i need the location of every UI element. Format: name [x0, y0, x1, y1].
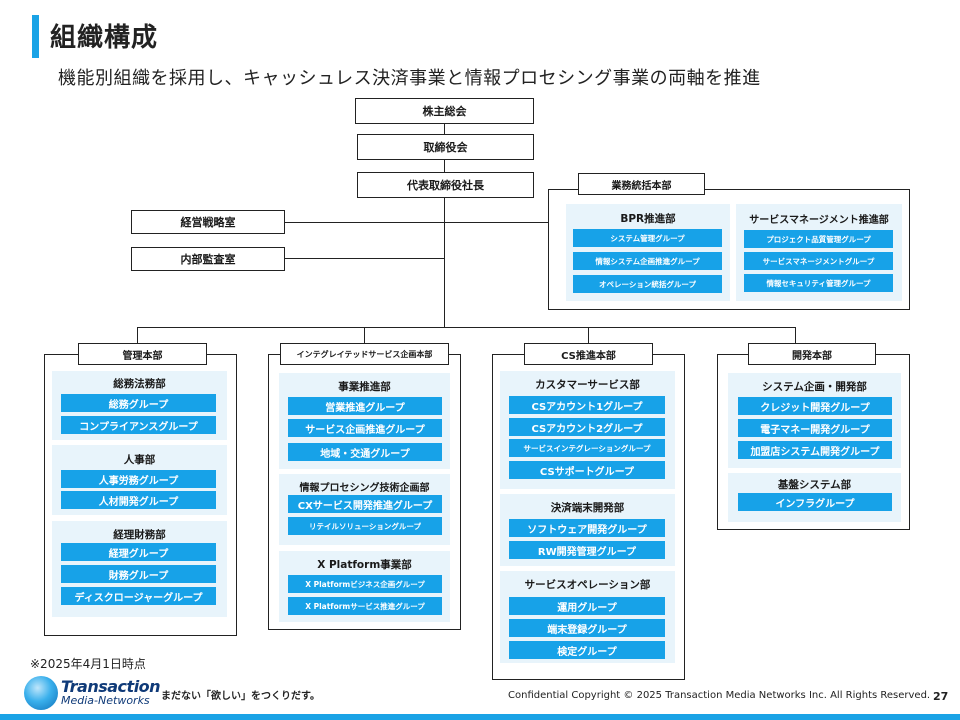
board-box: 取締役会 [357, 134, 534, 160]
service-management-dept: サービスマネージメント推進部 プロジェクト品質管理グループ サービスマネージメン… [736, 204, 902, 301]
terminal-dev-dept-title: 決済端末開発部 [550, 502, 625, 514]
group-box: ソフトウェア開発グループ [509, 519, 665, 537]
kaihatsu-division-label: 開発本部 [748, 343, 876, 365]
xplatform-dept-title: X Platform事業部 [317, 559, 412, 571]
group-box: 総務グループ [61, 394, 216, 412]
group-box: X Platformサービス推進グループ [288, 597, 442, 615]
dept-drop-cs [588, 327, 589, 344]
page-title: 組織構成 [50, 23, 159, 53]
system-planning-dept-title: システム企画・開発部 [762, 381, 867, 393]
service-management-dept-title: サービスマネージメント推進部 [749, 215, 889, 226]
terminal-dev-dept: 決済端末開発部 ソフトウェア開発グループ RW開発管理グループ [500, 494, 675, 566]
as-of-note: ※2025年4月1日時点 [30, 657, 146, 671]
gyomu-division-label: 業務統括本部 [578, 173, 705, 195]
group-box: 営業推進グループ [288, 397, 442, 415]
group-box: CXサービス開発推進グループ [288, 495, 442, 513]
joho-dept-title: 情報プロセシング技術企画部 [299, 483, 430, 494]
group-box: サービスインテグレーショングループ [509, 439, 665, 457]
soumu-dept-title: 総務法務部 [113, 378, 166, 390]
group-box: 財務グループ [61, 565, 216, 583]
dept-drop-kaihatsu [795, 327, 796, 344]
group-box: CSアカウント1グループ [509, 396, 665, 414]
tagline: まだない「欲しい」をつくりだす。 [161, 691, 320, 702]
shareholders-box: 株主総会 [355, 98, 534, 124]
president-box: 代表取締役社長 [357, 172, 534, 198]
keiri-dept-title: 経理財務部 [113, 529, 166, 541]
group-box: 人事労務グループ [61, 470, 216, 488]
bpr-dept: BPR推進部 システム管理グループ 情報システム企画推進グループ オペレーション… [566, 204, 730, 301]
group-box: システム管理グループ [573, 229, 722, 247]
group-box: CSサポートグループ [509, 461, 665, 479]
group-box: 加盟店システム開発グループ [738, 441, 892, 459]
dept-drop-kanri [137, 327, 138, 344]
footer-accent-line [0, 714, 960, 720]
xplatform-dept: X Platform事業部 X Platformビジネス企画グループ X Pla… [279, 551, 450, 622]
audit-connector [285, 258, 444, 259]
jinji-dept-title: 人事部 [123, 454, 156, 466]
system-planning-dept: システム企画・開発部 クレジット開発グループ 電子マネー開発グループ 加盟店シス… [728, 373, 901, 468]
jigyo-dept: 事業推進部 営業推進グループ サービス企画推進グループ 地域・交通グループ [279, 373, 450, 469]
group-box: RW開発管理グループ [509, 541, 665, 559]
dept-drop-integrated [364, 327, 365, 344]
group-box: X Platformビジネス企画グループ [288, 575, 442, 593]
group-box: プロジェクト品質管理グループ [744, 230, 893, 248]
joho-dept: 情報プロセシング技術企画部 CXサービス開発推進グループ リテイルソリューション… [279, 474, 450, 545]
group-box: 経理グループ [61, 543, 216, 561]
infra-dept-title: 基盤システム部 [777, 479, 852, 491]
group-box: サービスマネージメントグループ [744, 252, 893, 270]
bpr-dept-title: BPR推進部 [620, 213, 676, 225]
page-subtitle: 機能別組織を採用し、キャッシュレス決済事業と情報プロセシング事業の両軸を推進 [58, 68, 761, 89]
title-accent-bar [32, 15, 39, 58]
jigyo-dept-title: 事業推進部 [338, 381, 391, 393]
company-logo-icon [24, 676, 58, 710]
cs-division-label: CS推進本部 [524, 343, 653, 365]
infra-dept: 基盤システム部 インフラグループ [728, 473, 901, 522]
group-box: 検定グループ [509, 641, 665, 659]
group-box: リテイルソリューショングループ [288, 517, 442, 535]
gyomu-connector [444, 222, 548, 223]
group-box: クレジット開発グループ [738, 397, 892, 415]
group-box: 端末登録グループ [509, 619, 665, 637]
service-operation-dept-title: サービスオペレーション部 [524, 579, 651, 591]
keiri-dept: 経理財務部 経理グループ 財務グループ ディスクロージャーグループ [52, 521, 227, 617]
dept-bus-line [137, 327, 795, 328]
soumu-dept: 総務法務部 総務グループ コンプライアンスグループ [52, 371, 227, 440]
service-operation-dept: サービスオペレーション部 運用グループ 端末登録グループ 検定グループ [500, 571, 675, 663]
group-box: サービス企画推進グループ [288, 419, 442, 437]
group-box: 情報セキュリティ管理グループ [744, 274, 893, 292]
group-box: インフラグループ [738, 493, 892, 511]
page-number: 27 [933, 690, 949, 703]
logo-text-line2: Media-Networks [61, 694, 150, 707]
strategy-office-box: 経営戦略室 [131, 210, 285, 234]
group-box: 情報システム企画推進グループ [573, 252, 722, 270]
jinji-dept: 人事部 人事労務グループ 人材開発グループ [52, 445, 227, 515]
group-box: コンプライアンスグループ [61, 416, 216, 434]
customer-service-dept: カスタマーサービス部 CSアカウント1グループ CSアカウント2グループ サービ… [500, 371, 675, 489]
group-box: CSアカウント2グループ [509, 418, 665, 436]
group-box: 人材開発グループ [61, 491, 216, 509]
audit-office-box: 内部監査室 [131, 247, 285, 271]
logo-text-line1: Transaction [61, 677, 161, 696]
group-box: オペレーション統括グループ [573, 275, 722, 293]
group-box: ディスクロージャーグループ [61, 587, 216, 605]
group-box: 運用グループ [509, 597, 665, 615]
kanri-division-label: 管理本部 [78, 343, 207, 365]
strategy-connector [285, 222, 444, 223]
trunk-line [444, 124, 445, 327]
integrated-division-label: インテグレイテッドサービス企画本部 [280, 343, 449, 365]
group-box: 電子マネー開発グループ [738, 419, 892, 437]
copyright: Confidential Copyright © 2025 Transactio… [508, 690, 931, 701]
customer-service-dept-title: カスタマーサービス部 [535, 379, 640, 391]
group-box: 地域・交通グループ [288, 443, 442, 461]
